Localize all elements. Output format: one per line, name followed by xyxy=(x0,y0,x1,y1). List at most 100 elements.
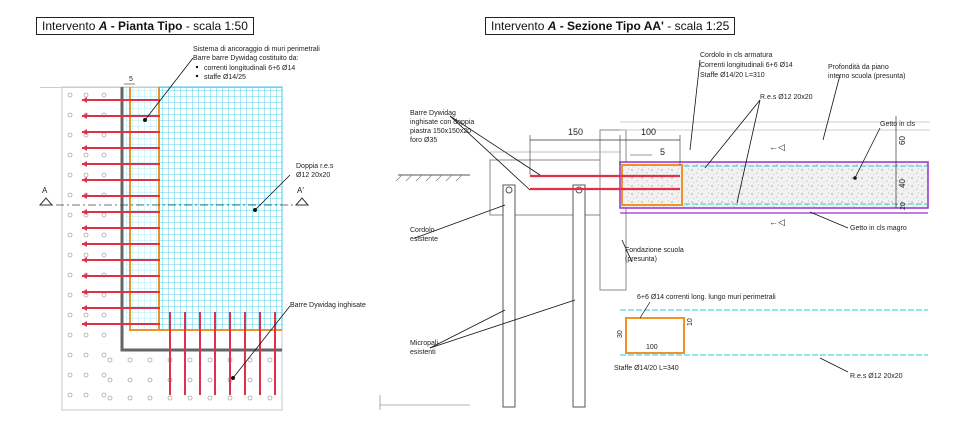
section-label-cordolo-esistente-2: esistente xyxy=(410,236,438,243)
pile-dot xyxy=(127,395,133,401)
section-dim-150: 150 xyxy=(568,127,583,137)
dywidag-bar-head xyxy=(82,209,87,215)
section-label-micropali-2: esistenti xyxy=(410,349,436,356)
pile-dot xyxy=(67,212,73,218)
pile-dot xyxy=(83,252,89,258)
section-label-getto-magro: Getto in cls magro xyxy=(850,225,907,232)
pile-dot xyxy=(187,377,193,383)
pile-dot xyxy=(67,252,73,258)
section-label-fondazione-2: (presunta) xyxy=(625,256,657,263)
pile-dot xyxy=(147,395,153,401)
pile-dot xyxy=(67,372,73,378)
plan-dywidag-bars-vertical xyxy=(169,312,276,395)
section-title-text: - Sezione Tipo AA' xyxy=(556,19,664,33)
pile-dot xyxy=(187,395,193,401)
detail-dim-30: 30 xyxy=(617,330,624,338)
pile-dot xyxy=(247,377,253,383)
pile-dot xyxy=(147,377,153,383)
section-dim-100: 100 xyxy=(641,127,656,137)
plan-title-letter: A xyxy=(98,19,108,33)
pile-dot xyxy=(247,357,253,363)
dywidag-bar-head xyxy=(82,257,87,263)
detail-dim-100: 100 xyxy=(646,344,658,351)
dywidag-bar-head xyxy=(82,113,87,119)
pile-dot xyxy=(67,172,73,178)
pile-dot xyxy=(107,377,113,383)
plan-pile-dots xyxy=(67,92,273,401)
pile-dot xyxy=(207,357,213,363)
plan-section-marker-right xyxy=(294,197,310,206)
plan-dim-small: 5 xyxy=(129,76,133,83)
pile-dot xyxy=(101,172,107,178)
section-label-barre-4: foro Ø35 xyxy=(410,137,437,144)
plan-cordolo-outer xyxy=(129,87,282,331)
pile-dot xyxy=(83,92,89,98)
pile-dot xyxy=(67,332,73,338)
detail-label-res: R.e.s Ø12 20x20 xyxy=(850,373,903,380)
pile-dot xyxy=(67,392,73,398)
pile-dot xyxy=(83,392,89,398)
section-label-barre-2: inghisate con doppia xyxy=(410,119,474,126)
pile-dot xyxy=(267,395,273,401)
pile-dot xyxy=(101,392,107,398)
dywidag-bar-head xyxy=(82,129,87,135)
pile-dot xyxy=(107,395,113,401)
section-label-profondita-2: interno scuola (presunta) xyxy=(828,73,905,80)
plan-label-bars: Barre Dywidag inghisate xyxy=(290,302,366,309)
plan-section-label-a-prime: A' xyxy=(297,186,304,195)
pile-dot xyxy=(101,132,107,138)
section-cordolo xyxy=(621,164,683,206)
section-label-barre-3: piastra 150x150x20 xyxy=(410,128,471,135)
pile-dot xyxy=(67,232,73,238)
section-dim-40: 40 xyxy=(898,179,907,188)
pile-dot xyxy=(247,395,253,401)
detail-staffa xyxy=(625,317,685,354)
plan-section-label-a: A xyxy=(42,186,48,195)
pile-dot xyxy=(67,152,73,158)
detail-label-staffe: Staffe Ø14/20 L=340 xyxy=(614,365,679,372)
pile-dot xyxy=(167,395,173,401)
pile-dot xyxy=(127,377,133,383)
dywidag-bar-head xyxy=(82,145,87,151)
pile-dot xyxy=(101,152,107,158)
pile-dot xyxy=(101,292,107,298)
pile-dot xyxy=(83,332,89,338)
section-label-cordolo-esistente: Cordolo xyxy=(410,227,435,234)
plan-title-prefix: Intervento xyxy=(42,19,99,33)
plan-leader-anchor xyxy=(144,57,194,121)
section-title-prefix: Intervento xyxy=(491,19,548,33)
section-drawing: 150 100 5 60 40 20 ←◁ ←◁ Cordolo in cls … xyxy=(395,52,930,408)
plan-label-mesh-2: Ø12 20x20 xyxy=(296,172,330,179)
pile-dot xyxy=(207,377,213,383)
pile-dot xyxy=(83,352,89,358)
plan-title-scale: - scala 1:50 xyxy=(182,19,248,33)
section-dim-60: 60 xyxy=(898,136,907,145)
pile-dot xyxy=(67,292,73,298)
section-level-marker-2: ←◁ xyxy=(769,217,785,227)
pile-dot xyxy=(67,352,73,358)
section-micropalo-2 xyxy=(572,184,586,408)
dywidag-bar-head xyxy=(82,193,87,199)
pile-dot xyxy=(101,332,107,338)
dywidag-bar-head xyxy=(82,241,87,247)
section-label-staffe: Staffe Ø14/20 L=310 xyxy=(700,72,765,79)
plan-mesh-edge xyxy=(126,87,159,330)
plan-section-marker-left xyxy=(38,197,54,206)
plan-note-anchor: Sistema di ancoraggio di muri perimetral… xyxy=(193,46,320,53)
section-dim-20: 20 xyxy=(900,202,907,210)
pile-dot xyxy=(267,377,273,383)
section-ground-hatch xyxy=(395,174,463,182)
plan-leader-bars xyxy=(232,305,291,379)
plan-label-mesh: Doppia r.e.s xyxy=(296,163,334,170)
plan-leader-mesh xyxy=(254,174,291,211)
pile-dot xyxy=(107,357,113,363)
plan-drawing: A A' 5 Sistema di ancoraggio di muri per… xyxy=(38,46,366,411)
section-label-getto: Getto in cls xyxy=(880,121,916,128)
plan-mesh xyxy=(158,86,283,331)
pile-dot xyxy=(83,232,89,238)
plan-title: Intervento A - Pianta Tipo - scala 1:50 xyxy=(36,17,254,35)
section-title-letter: A xyxy=(547,19,557,33)
plan-note-bullet-2: staffe Ø14/25 xyxy=(204,74,246,81)
section-label-barre: Barre Dywidag xyxy=(410,110,456,117)
pile-dot xyxy=(101,352,107,358)
